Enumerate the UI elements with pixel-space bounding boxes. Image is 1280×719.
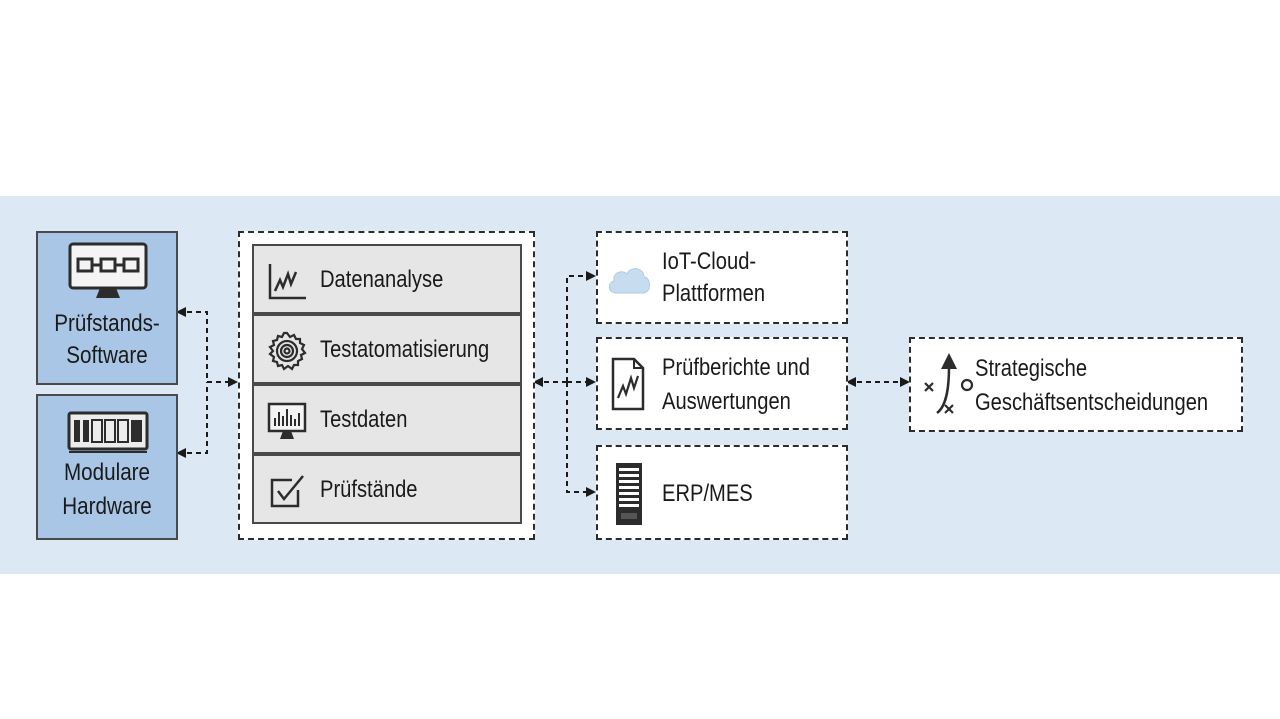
gear-icon bbox=[268, 331, 307, 371]
pruefstands-software-line2: Software bbox=[66, 342, 148, 369]
line-chart-icon bbox=[268, 264, 306, 300]
erp-mes-label: ERP/MES bbox=[662, 480, 753, 507]
stack-row-testatomatisierung: Testatomatisierung bbox=[252, 314, 522, 384]
monitor-bars-icon bbox=[267, 402, 307, 439]
pruefstands-software-box: Prüfstands- Software bbox=[36, 231, 178, 385]
report-document-icon bbox=[611, 357, 645, 411]
stack-label-testatomatisierung: Testatomatisierung bbox=[320, 336, 490, 363]
connector-software bbox=[176, 307, 208, 382]
strategische-box: Strategische Geschäftsentscheidungen bbox=[909, 337, 1243, 432]
modulare-hardware-line2: Hardware bbox=[62, 493, 152, 520]
cloud-icon bbox=[608, 268, 650, 294]
modulare-hardware-line1: Modulare bbox=[63, 459, 151, 486]
stack-label-pruefstaende: Prüfstände bbox=[320, 476, 418, 503]
stack-row-pruefstaende: Prüfstände bbox=[252, 454, 522, 524]
stack-row-datenanalyse: Datenanalyse bbox=[252, 244, 522, 314]
hardware-chassis-icon bbox=[67, 411, 149, 453]
pruefberichte-box: Prüfberichte und Auswertungen bbox=[596, 337, 848, 430]
pruefstands-software-line1: Prüfstands- bbox=[54, 310, 160, 337]
connector-erp bbox=[566, 382, 596, 497]
modulare-hardware-box: Modulare Hardware bbox=[36, 394, 178, 540]
strategy-play-icon bbox=[924, 353, 974, 414]
connector-hardware bbox=[176, 382, 208, 458]
pruefberichte-line1: Prüfberichte und bbox=[662, 354, 810, 381]
iot-cloud-line2: Plattformen bbox=[662, 280, 766, 307]
pruefberichte-line2: Auswertungen bbox=[662, 388, 791, 415]
central-stack-container: Datenanalyse Testatomatisierung bbox=[238, 231, 535, 540]
strategische-line1: Strategische bbox=[975, 355, 1088, 382]
iot-cloud-line1: IoT-Cloud- bbox=[662, 248, 757, 275]
monitor-network-icon bbox=[68, 242, 148, 298]
stack-label-testdaten: Testdaten bbox=[320, 406, 408, 433]
erp-mes-box: ERP/MES bbox=[596, 445, 848, 540]
connector-iot bbox=[566, 271, 596, 382]
iot-cloud-box: IoT-Cloud- Plattformen bbox=[596, 231, 848, 324]
strategische-line2: Geschäftsentscheidungen bbox=[975, 389, 1209, 416]
stack-label-datenanalyse: Datenanalyse bbox=[320, 266, 444, 293]
checkbox-icon bbox=[270, 475, 304, 508]
stack-row-testdaten: Testdaten bbox=[252, 384, 522, 454]
server-rack-icon bbox=[616, 463, 642, 525]
